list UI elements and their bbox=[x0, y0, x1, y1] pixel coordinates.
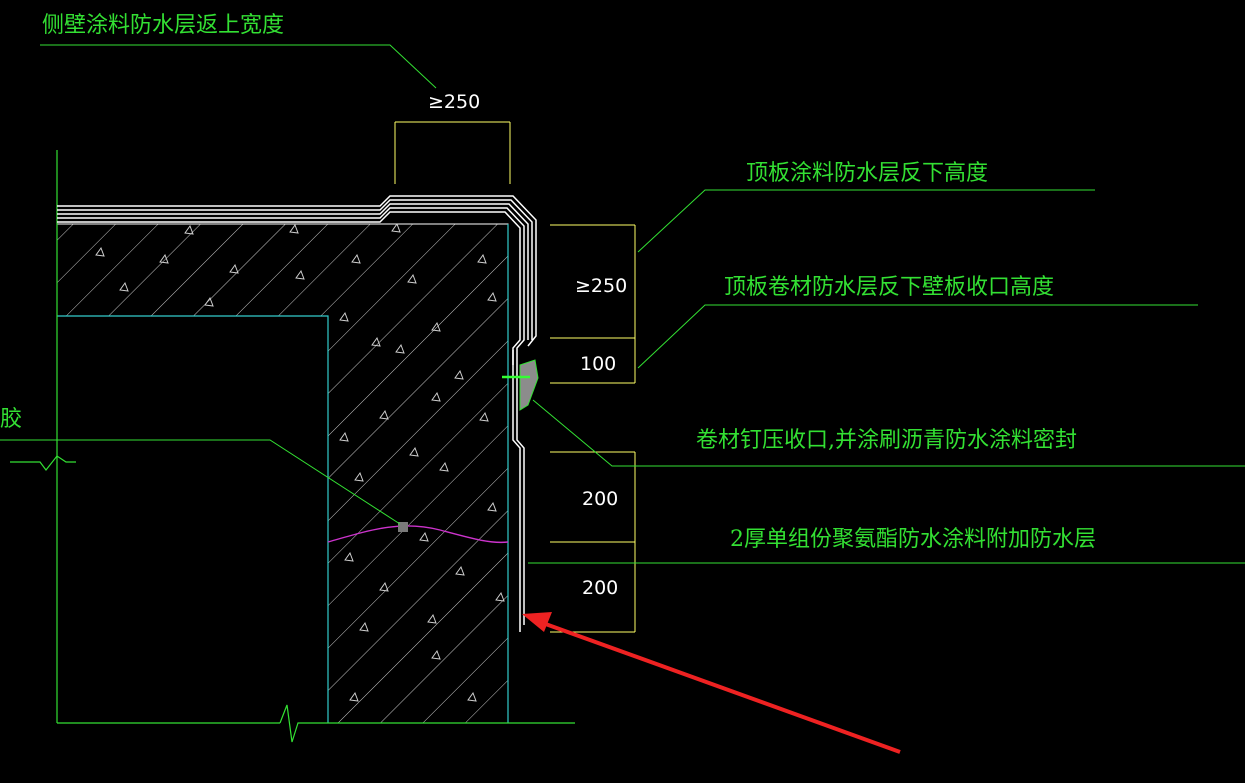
dimension-lines bbox=[394, 121, 636, 633]
inner-face-lines bbox=[57, 224, 509, 723]
dim-lower-1: 200 bbox=[582, 488, 618, 510]
nail-closure bbox=[502, 359, 539, 411]
left-cut-label: 胶 bbox=[0, 407, 22, 432]
pu-coating-line bbox=[327, 525, 509, 544]
frame-lines bbox=[10, 150, 575, 743]
dim-turn-down: ≥250 bbox=[575, 275, 627, 297]
roof-membrane-label: 顶板卷材防水层反下壁板收口高度 bbox=[724, 275, 1054, 300]
dim-closure-height: 100 bbox=[580, 353, 616, 375]
side-wall-coating-label: 侧壁涂料防水层返上宽度 bbox=[42, 13, 284, 38]
nail-closure-label: 卷材钉压收口,并涂刷沥青防水涂料密封 bbox=[696, 428, 1077, 453]
dim-lower-2: 200 bbox=[582, 577, 618, 599]
roof-coating-label: 顶板涂料防水层反下高度 bbox=[746, 161, 988, 186]
membrane-layers bbox=[57, 195, 537, 632]
dim-top-width: ≥250 bbox=[428, 91, 480, 113]
red-pointer-arrow bbox=[522, 612, 901, 754]
leader-lines bbox=[0, 44, 1245, 564]
coating-marker bbox=[398, 522, 408, 532]
aggregate-marks bbox=[95, 224, 505, 702]
pu-layer-label: 2厚单组份聚氨酯防水涂料附加防水层 bbox=[730, 527, 1096, 552]
concrete-section bbox=[56, 223, 509, 724]
